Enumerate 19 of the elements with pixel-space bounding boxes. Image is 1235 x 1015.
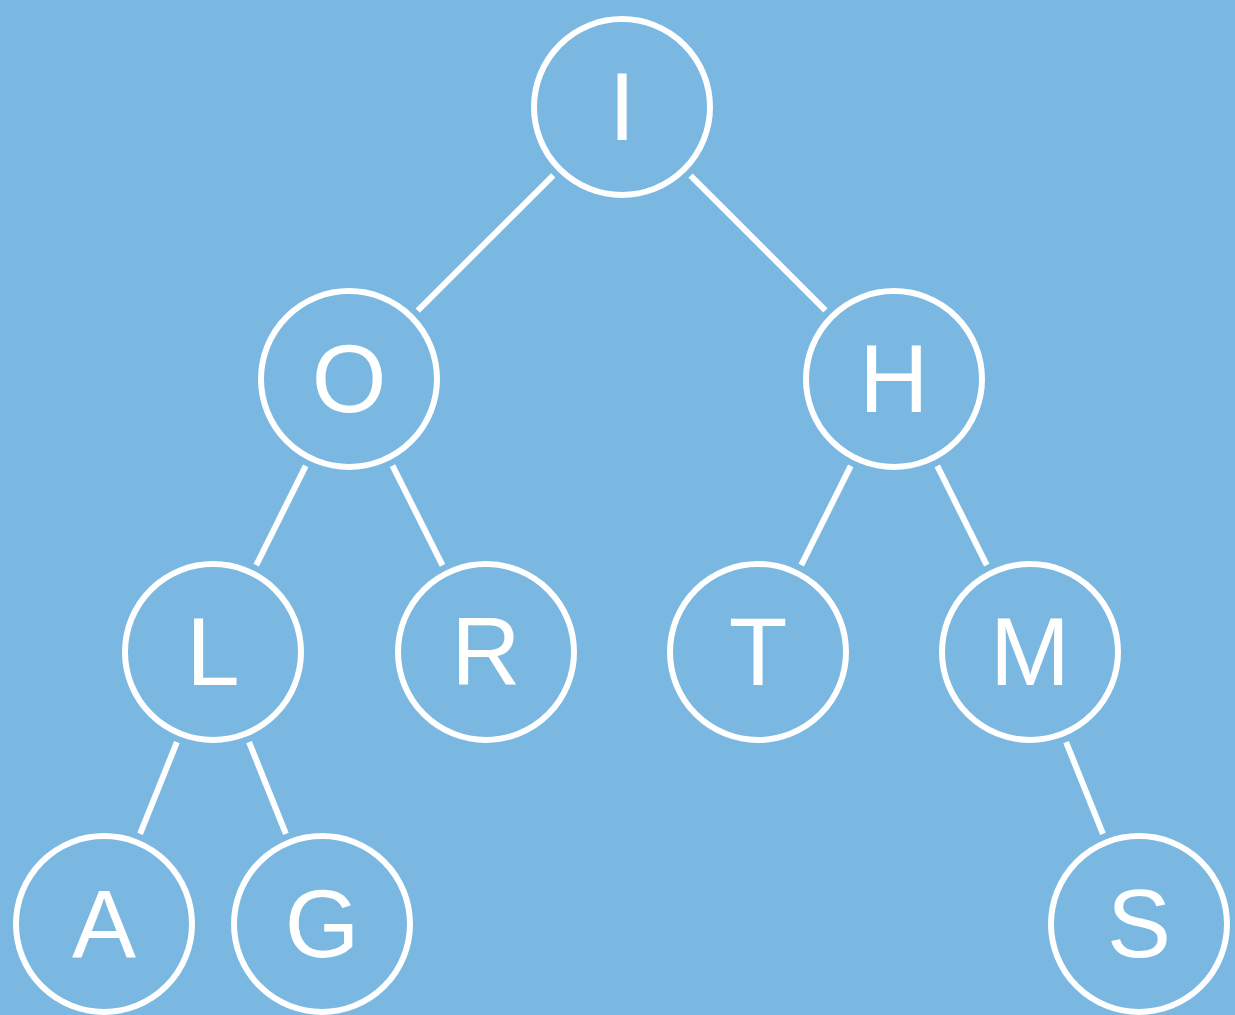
node-letter: A bbox=[72, 876, 136, 972]
connector-line bbox=[137, 740, 180, 836]
node-letter: R bbox=[451, 604, 521, 700]
connector-line bbox=[253, 464, 309, 567]
connector-line bbox=[389, 464, 446, 567]
node-letter: S bbox=[1107, 876, 1171, 972]
node-letter: T bbox=[728, 604, 788, 700]
node-letter: H bbox=[859, 331, 929, 427]
node-letter: M bbox=[990, 604, 1070, 700]
connector-line bbox=[246, 740, 289, 836]
connector-line bbox=[415, 173, 556, 313]
connector-line bbox=[934, 464, 990, 567]
connector-line bbox=[798, 464, 854, 567]
node-letter: G bbox=[284, 876, 360, 972]
node-letter: O bbox=[311, 331, 387, 427]
node-letter: L bbox=[186, 604, 240, 700]
connector-line bbox=[688, 173, 828, 313]
node-letter: I bbox=[608, 59, 636, 155]
connector-line bbox=[1063, 740, 1106, 836]
